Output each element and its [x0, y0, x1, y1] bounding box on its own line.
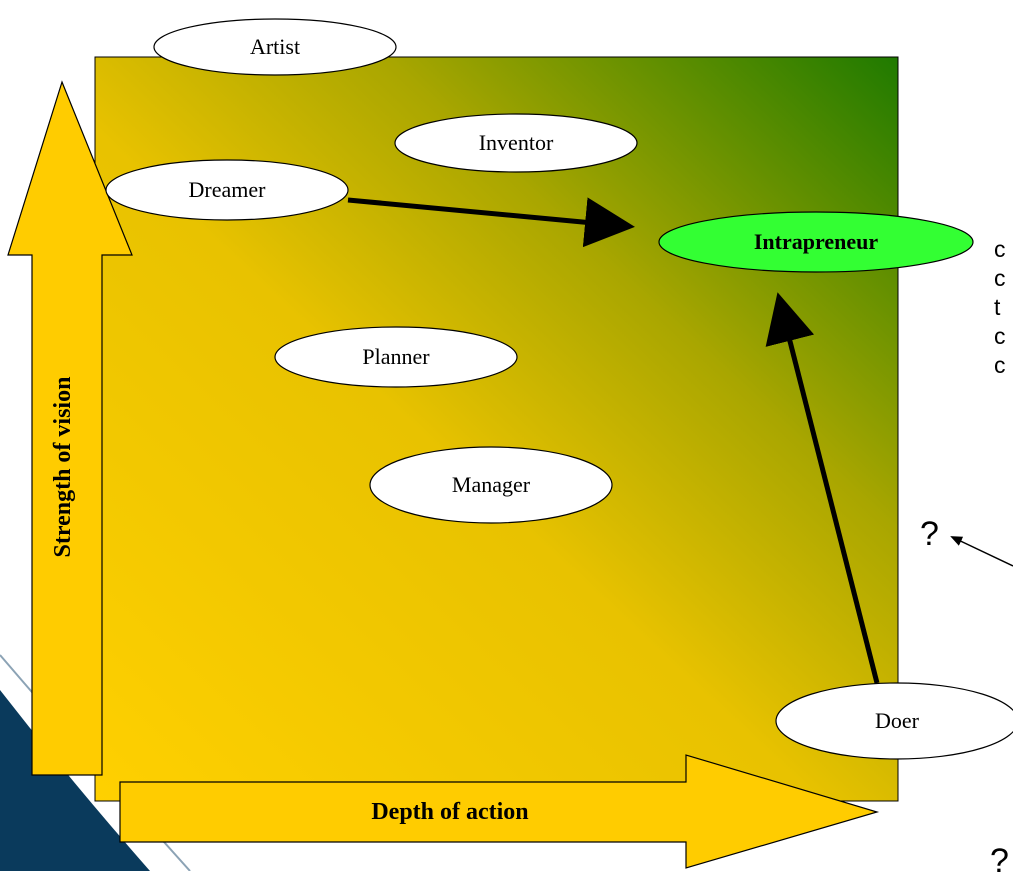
ellipse-artist [153, 18, 397, 76]
ellipse-doer [775, 682, 1013, 760]
ellipse-inventor [394, 113, 638, 173]
question-mark-2: ? [990, 842, 1009, 880]
side-text-1: c [994, 236, 1006, 262]
vertical-axis-arrow [7, 80, 133, 776]
horizontal-axis-arrow [119, 754, 880, 869]
axis-label-vertical: Strength of vision [50, 376, 76, 558]
arrow-to-question [950, 536, 1013, 567]
side-text-5: c [994, 352, 1006, 378]
side-text-2: c [994, 265, 1006, 291]
arrow-doer-to-intrapreneur [765, 292, 880, 684]
axis-label-horizontal: Depth of action [371, 798, 529, 825]
question-mark-1: ? [920, 515, 939, 553]
side-text-4: c [994, 323, 1006, 349]
side-text-3: t [994, 294, 1001, 320]
arrow-dreamer-to-intrapreneur [347, 197, 635, 248]
ellipse-dreamer [105, 159, 349, 221]
decorative-swoosh [0, 690, 150, 871]
ellipse-manager [369, 446, 613, 524]
ellipse-intrapreneur [658, 211, 974, 273]
ellipse-planner [274, 326, 518, 388]
